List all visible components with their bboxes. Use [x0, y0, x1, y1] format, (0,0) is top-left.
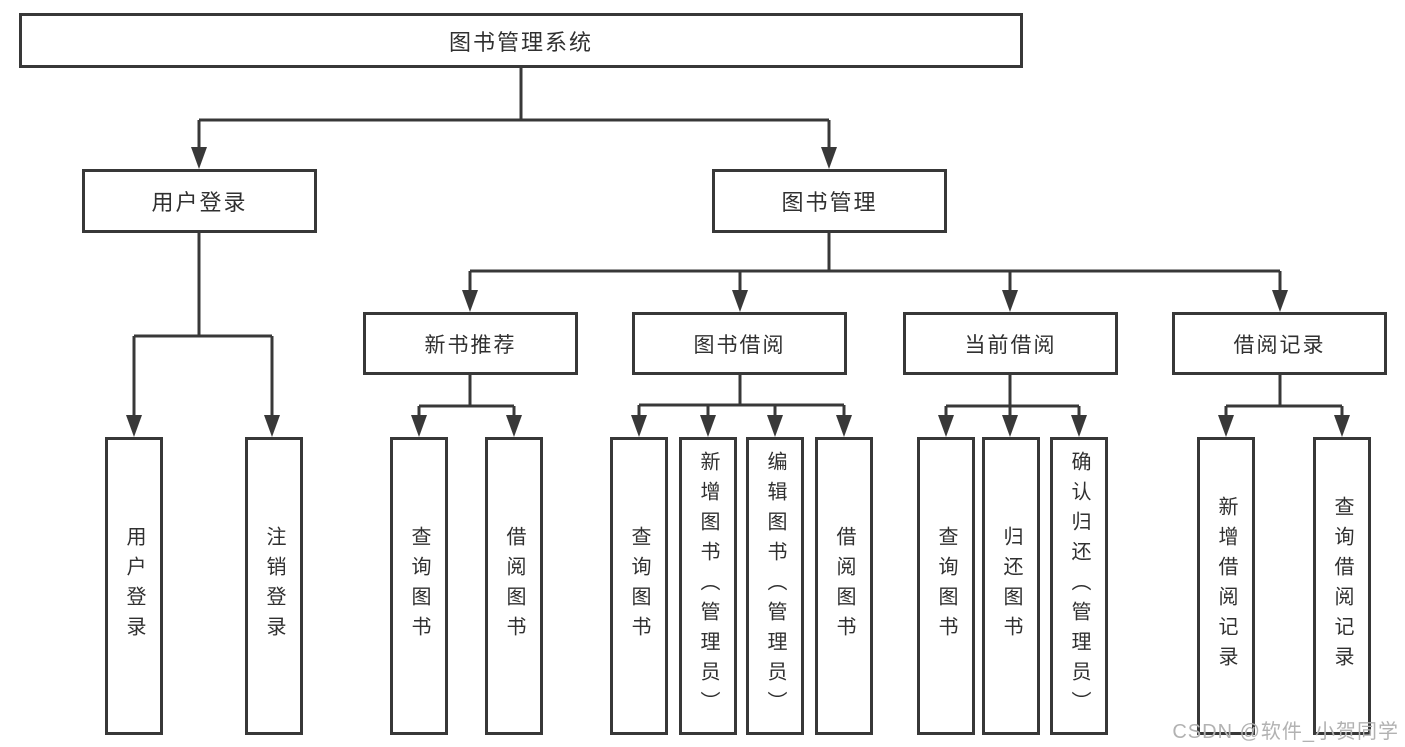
node-book-borrowing: 图书借阅 — [632, 312, 847, 375]
leaf-add-borrow-record-label: 新增借阅记录 — [1215, 496, 1237, 676]
connector-borrowing-records — [1224, 375, 1344, 418]
connector-current-borrowing — [944, 375, 1081, 418]
arrowheads-current-borrowing — [938, 415, 1087, 437]
leaf-borrow-books-recommend: 借阅图书 — [485, 437, 543, 735]
arrowheads-book-borrowing — [631, 415, 852, 437]
connector-root — [197, 68, 831, 150]
leaf-logout: 注销登录 — [245, 437, 303, 735]
leaf-confirm-return-admin: 确认归还（管理员） — [1050, 437, 1108, 735]
arrowheads-new-book-recommend — [411, 415, 522, 437]
leaf-edit-books-admin-label: 编辑图书（管理员） — [764, 451, 786, 721]
leaf-query-books-recommend: 查询图书 — [390, 437, 448, 735]
leaf-return-books-label: 归还图书 — [1000, 526, 1022, 646]
leaf-logout-label: 注销登录 — [263, 526, 285, 646]
connector-user-login — [132, 233, 274, 418]
connector-new-book-recommend — [417, 375, 516, 418]
node-new-book-recommend: 新书推荐 — [363, 312, 578, 375]
leaf-query-borrow-record: 查询借阅记录 — [1313, 437, 1371, 735]
arrowheads-user-login — [126, 415, 280, 437]
leaf-add-books-admin: 新增图书（管理员） — [679, 437, 737, 735]
leaf-add-borrow-record: 新增借阅记录 — [1197, 437, 1255, 735]
leaf-borrow-books-borrowing-label: 借阅图书 — [833, 526, 855, 646]
leaf-borrow-books-recommend-label: 借阅图书 — [503, 526, 525, 646]
node-borrowing-records: 借阅记录 — [1172, 312, 1387, 375]
csdn-watermark: CSDN @软件_小贺同学 — [1172, 721, 1399, 743]
arrowheads-root — [191, 147, 837, 169]
leaf-add-books-admin-label: 新增图书（管理员） — [697, 451, 719, 721]
leaf-return-books: 归还图书 — [982, 437, 1040, 735]
node-current-borrowing: 当前借阅 — [903, 312, 1118, 375]
leaf-confirm-return-admin-label: 确认归还（管理员） — [1068, 451, 1090, 721]
connector-book-borrowing — [637, 375, 846, 418]
leaf-query-borrow-record-label: 查询借阅记录 — [1331, 496, 1353, 676]
leaf-user-login: 用户登录 — [105, 437, 163, 735]
node-library-system: 图书管理系统 — [19, 13, 1023, 68]
leaf-query-books-borrowing-label: 查询图书 — [628, 526, 650, 646]
leaf-user-login-label: 用户登录 — [123, 526, 145, 646]
leaf-query-books-recommend-label: 查询图书 — [408, 526, 430, 646]
leaf-borrow-books-borrowing: 借阅图书 — [815, 437, 873, 735]
leaf-query-books-borrowing: 查询图书 — [610, 437, 668, 735]
arrowheads-borrowing-records — [1218, 415, 1350, 437]
node-user-login: 用户登录 — [82, 169, 317, 233]
leaf-query-books-current-label: 查询图书 — [935, 526, 957, 646]
leaf-edit-books-admin: 编辑图书（管理员） — [746, 437, 804, 735]
connector-book-management — [468, 233, 1282, 293]
node-book-management: 图书管理 — [712, 169, 947, 233]
leaf-query-books-current: 查询图书 — [917, 437, 975, 735]
arrowheads-book-management — [462, 290, 1288, 312]
